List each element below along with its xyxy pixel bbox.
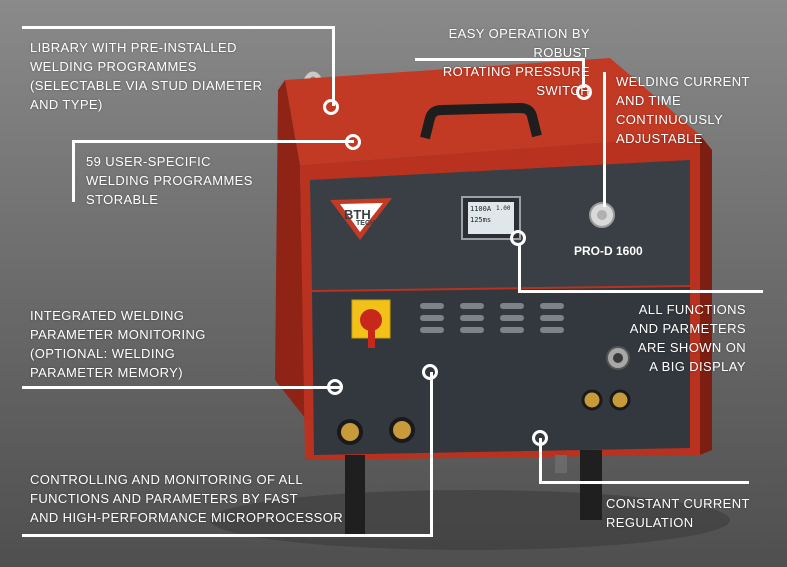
leader-line xyxy=(72,140,354,143)
leader-line xyxy=(415,58,585,61)
control-connector xyxy=(606,346,630,370)
callout-microprocessor: CONTROLLING AND MONITORING OF ALL FUNCTI… xyxy=(30,472,344,525)
leader-line xyxy=(72,140,75,202)
display-line-2: 125ms xyxy=(470,216,492,224)
callout-marker xyxy=(422,364,438,380)
housing-edge xyxy=(700,135,712,455)
display-corner-value: 1.00 xyxy=(496,205,511,212)
brand-label: BTH xyxy=(344,207,371,222)
callout-user-programmes: 59 USER-SPECIFIC WELDING PROGRAMMES STOR… xyxy=(86,154,253,207)
callout-library: LIBRARY WITH PRE-INSTALLED WELDING PROGR… xyxy=(30,40,263,112)
callout-constant-current: CONSTANT CURRENT REGULATION xyxy=(606,496,750,530)
brand-sub-label: TECH xyxy=(356,220,376,227)
callout-marker xyxy=(576,84,592,100)
callout-marker xyxy=(327,379,343,395)
callout-easy-operation: EASY OPERATION BY ROBUST ROTATING PRESSU… xyxy=(442,26,590,98)
leader-line xyxy=(22,386,340,389)
leader-line xyxy=(430,372,433,537)
rotary-pressure-switch xyxy=(589,202,615,228)
leader-line xyxy=(539,438,542,484)
leader-line xyxy=(539,481,749,484)
callout-marker xyxy=(345,134,361,150)
callout-monitoring: INTEGRATED WELDING PARAMETER MONITORING … xyxy=(30,308,206,380)
housing-side xyxy=(275,80,305,418)
display-line-1: 1100A xyxy=(470,205,492,213)
model-label: PRO-D 1600 xyxy=(574,244,643,258)
bth-logo xyxy=(330,198,392,240)
leader-line xyxy=(518,243,521,293)
leader-line xyxy=(582,58,585,88)
lcd-display xyxy=(461,196,521,240)
wheels xyxy=(345,450,602,535)
callout-marker xyxy=(323,99,339,115)
callout-marker xyxy=(510,230,526,246)
callout-all-functions: ALL FUNCTIONS AND PARMETERS ARE SHOWN ON… xyxy=(629,302,746,374)
leader-line xyxy=(22,26,335,29)
callout-marker xyxy=(532,430,548,446)
callout-current-time: WELDING CURRENT AND TIME CONTINUOUSLY AD… xyxy=(616,74,750,146)
carry-handle xyxy=(420,103,542,140)
vent-slots xyxy=(420,303,564,333)
main-switch xyxy=(351,299,391,348)
leader-line xyxy=(332,26,335,106)
leader-line xyxy=(22,534,433,537)
leader-line xyxy=(518,290,763,293)
leader-line xyxy=(603,72,606,207)
lower-control-panel xyxy=(312,287,690,455)
welding-sockets xyxy=(337,389,631,445)
